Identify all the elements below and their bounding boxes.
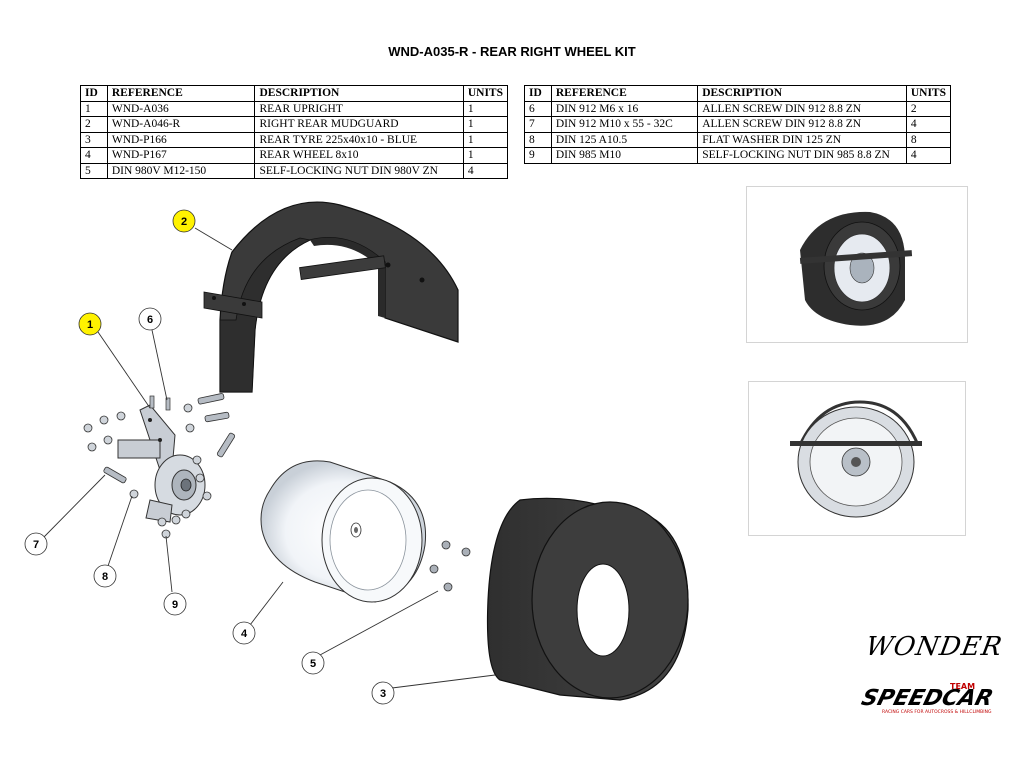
cell-description: REAR UPRIGHT: [254, 100, 464, 117]
cell-reference: DIN 985 M10: [550, 147, 699, 164]
leader-line-2: [194, 227, 233, 251]
leader-line-8: [107, 495, 133, 567]
leader-line-6: [151, 329, 168, 401]
col-id: ID: [80, 85, 108, 102]
callout-1: 1: [78, 312, 102, 336]
callout-label: 6: [147, 314, 153, 326]
leader-line-7: [42, 474, 106, 539]
callout-8: 8: [93, 564, 117, 588]
cell-units: 4: [905, 147, 952, 164]
speedcar-logo: SPEEDCAR TEAM RACING CARS FOR AUTOCROSS …: [842, 682, 996, 716]
cell-description: REAR TYRE 225x40x10 - BLUE: [254, 131, 464, 148]
cell-description: SELF-LOCKING NUT DIN 985 8.8 ZN: [697, 147, 907, 164]
cell-units: 1: [462, 100, 509, 117]
wonder-logo: WONDER: [863, 632, 1005, 662]
callout-2: 2: [172, 209, 196, 233]
leader-line-1: [97, 331, 151, 409]
wheel-nuts: [429, 540, 471, 592]
leader-line-5: [319, 590, 439, 656]
callout-label: 7: [33, 539, 39, 551]
drawing-title: WND-A035-R - REAR RIGHT WHEEL KIT: [388, 44, 636, 59]
callout-label: 8: [102, 571, 108, 583]
callout-label: 3: [380, 688, 386, 700]
mini-view-front-wheel: [790, 400, 922, 518]
callout-label: 2: [181, 216, 187, 228]
speedcar-logo-tag: TEAM: [950, 682, 976, 691]
table-header-row: ID REFERENCE DESCRIPTION UNITS: [524, 85, 952, 102]
leader-line-4: [249, 581, 284, 626]
mudguard-part: [203, 201, 459, 393]
tyre-part: [486, 497, 689, 701]
callout-label: 1: [87, 319, 93, 331]
cell-description: RIGHT REAR MUDGUARD: [254, 116, 464, 133]
callout-7: 7: [24, 532, 48, 556]
upright-assembly: [83, 393, 236, 539]
callout-4: 4: [232, 621, 256, 645]
callout-9: 9: [163, 592, 187, 616]
cell-description: ALLEN SCREW DIN 912 8.8 ZN: [697, 116, 907, 133]
col-description: DESCRIPTION: [697, 85, 907, 102]
speedcar-logo-subtitle: RACING CARS FOR AUTOCROSS & HILLCLIMBING: [882, 710, 992, 715]
callout-label: 5: [310, 658, 316, 670]
leader-line-3: [391, 674, 496, 689]
col-units: UNITS: [905, 85, 952, 102]
cell-description: SELF-LOCKING NUT DIN 980V ZN: [254, 162, 464, 179]
speedcar-logo-text: SPEEDCAR: [858, 686, 996, 711]
cell-units: 4: [462, 162, 509, 179]
col-units: UNITS: [462, 85, 509, 102]
leader-line-9: [165, 535, 173, 593]
callout-label: 4: [241, 628, 248, 640]
col-reference: REFERENCE: [106, 85, 256, 102]
mini-view-isometric-wheel: [799, 211, 913, 326]
cell-units: 1: [462, 147, 509, 164]
callout-label: 9: [172, 599, 178, 611]
callout-3: 3: [371, 681, 395, 705]
callout-5: 5: [301, 651, 325, 675]
leader-lines: [42, 227, 496, 689]
rim-part: [260, 460, 427, 603]
col-description: DESCRIPTION: [254, 85, 464, 102]
callout-6: 6: [138, 307, 162, 331]
cell-id: 5: [80, 162, 108, 179]
table-header-row: ID REFERENCE DESCRIPTION UNITS: [80, 85, 509, 102]
